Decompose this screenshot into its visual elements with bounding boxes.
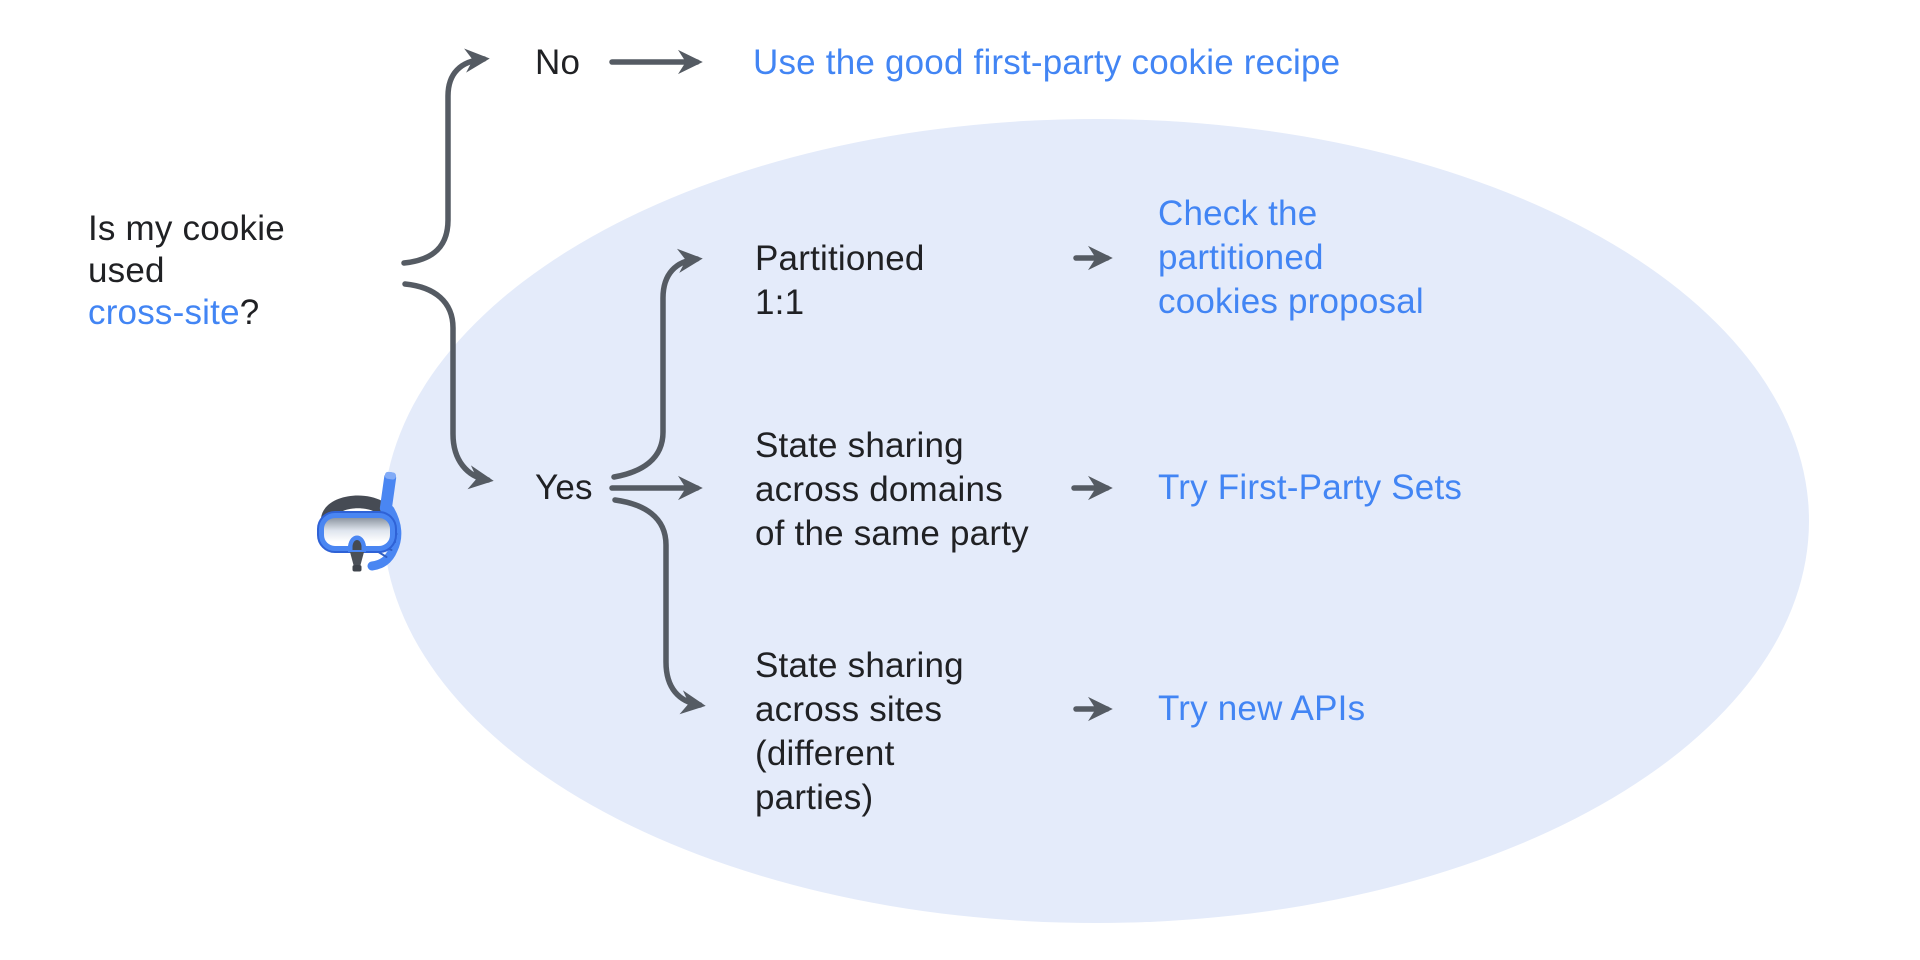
condition-sites-line-4: parties) xyxy=(755,778,874,817)
question-highlight: cross-site xyxy=(88,293,240,332)
condition-domains-line-1: State sharing xyxy=(755,426,964,465)
no-label: No xyxy=(535,43,581,82)
link-first-party-cookie-recipe[interactable]: Use the good first-party cookie recipe xyxy=(753,43,1341,82)
connector-question-to-no xyxy=(401,48,490,266)
connector-yes-to-partitioned xyxy=(611,248,703,480)
condition-state-sharing-domains: State sharing across domains of the same… xyxy=(755,424,1029,556)
condition-partitioned: Partitioned 1:1 xyxy=(755,237,925,325)
link-first-party-sets[interactable]: Try First-Party Sets xyxy=(1158,468,1463,507)
yes-label: Yes xyxy=(535,468,593,507)
connector-question-to-yes xyxy=(402,281,494,490)
condition-domains-line-3: of the same party xyxy=(755,514,1029,553)
condition-domains-line-2: across domains xyxy=(755,470,1003,509)
question-line-3: cross-site? xyxy=(88,292,285,334)
yes-group-highlight-ellipse xyxy=(383,119,1809,923)
condition-sites-line-3: (different xyxy=(755,734,895,773)
condition-sites-line-2: across sites xyxy=(755,690,943,729)
link-partitioned-line-1: Check the xyxy=(1158,194,1318,233)
question-suffix: ? xyxy=(239,293,260,332)
link-partitioned-cookies-proposal[interactable]: Check the partitioned cookies proposal xyxy=(1158,192,1424,324)
condition-state-sharing-sites: State sharing across sites (different pa… xyxy=(755,644,964,820)
condition-partitioned-line-1: Partitioned xyxy=(755,239,925,278)
link-try-new-apis[interactable]: Try new APIs xyxy=(1158,689,1366,728)
diving-mask-icon xyxy=(317,471,402,572)
condition-sites-line-1: State sharing xyxy=(755,646,964,685)
connector-yes-to-sites xyxy=(612,497,706,715)
link-partitioned-line-2: partitioned xyxy=(1158,238,1324,277)
question-text: Is my cookie used cross-site? xyxy=(88,208,285,334)
question-line-2: used xyxy=(88,251,165,290)
question-line-1: Is my cookie xyxy=(88,209,285,248)
link-partitioned-line-3: cookies proposal xyxy=(1158,282,1424,321)
condition-partitioned-line-2: 1:1 xyxy=(755,283,805,322)
